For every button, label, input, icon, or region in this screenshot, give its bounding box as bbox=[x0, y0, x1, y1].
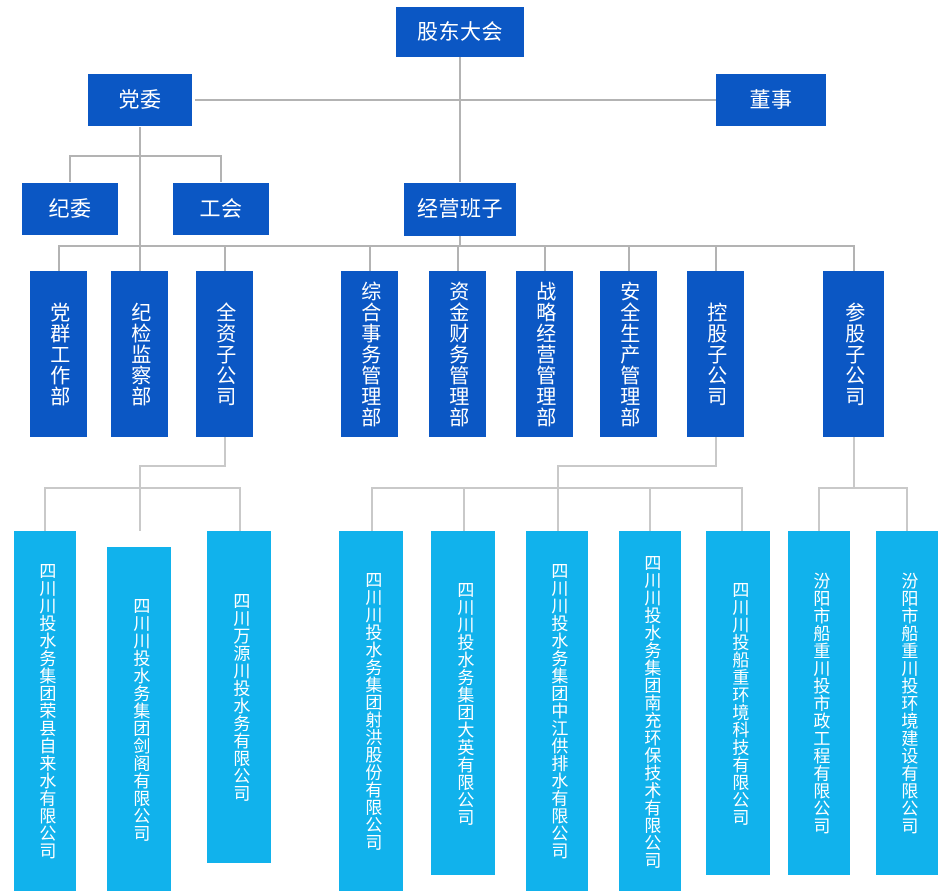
connector-to-daying-water bbox=[463, 487, 465, 531]
node-directors[interactable]: 董事 bbox=[716, 74, 826, 126]
node-finance-dept-label: 资金财务管理部 bbox=[445, 280, 470, 428]
connector-management-down bbox=[459, 236, 461, 246]
connector-holding-jog bbox=[557, 465, 717, 467]
connector-drop-finance bbox=[457, 245, 459, 271]
connector-party-to-departments bbox=[139, 155, 141, 245]
connector-drop-safety bbox=[628, 245, 630, 271]
node-management-team-label: 经营班子 bbox=[417, 197, 503, 222]
node-zhongjiang-water[interactable]: 四川川投水务集团中江供排水有限公司 bbox=[526, 531, 588, 891]
node-discipline-committee-label: 纪委 bbox=[48, 196, 92, 221]
connector-wholly-owned-stem bbox=[139, 465, 141, 488]
connector-to-fenyang-municipal bbox=[818, 487, 820, 531]
connector-to-wanyuan-water bbox=[239, 487, 241, 531]
connector-holding-stem bbox=[557, 465, 559, 488]
node-fenyang-municipal[interactable]: 汾阳市船重川投市政工程有限公司 bbox=[788, 531, 850, 875]
node-strategy-operations-dept-label: 战略经营管理部 bbox=[532, 280, 557, 428]
node-general-affairs-dept[interactable]: 综合事务管理部 bbox=[341, 271, 398, 437]
connector-drop-party-mass-work bbox=[58, 245, 60, 271]
node-zhongjiang-water-label: 四川川投水务集团中江供排水有限公司 bbox=[547, 562, 568, 860]
node-equity-participation-subsidiaries-label: 参股子公司 bbox=[841, 301, 866, 407]
node-chuanzhong-env-tech-label: 四川川投船重环境科技有限公司 bbox=[728, 580, 749, 826]
connector-party-directors-bar bbox=[195, 99, 716, 101]
node-discipline-committee[interactable]: 纪委 bbox=[22, 183, 118, 235]
node-party-mass-work-dept[interactable]: 党群工作部 bbox=[30, 271, 87, 437]
connector-departments-bar bbox=[58, 245, 854, 247]
node-shehong-water[interactable]: 四川川投水务集团射洪股份有限公司 bbox=[339, 531, 403, 891]
connector-to-shehong-water bbox=[371, 487, 373, 531]
connector-equity-bar bbox=[818, 487, 908, 489]
connector-to-jiange-water bbox=[139, 487, 141, 531]
connector-drop-holding bbox=[715, 245, 717, 271]
node-discipline-inspection-dept-label: 纪检监察部 bbox=[127, 301, 152, 407]
node-management-team[interactable]: 经营班子 bbox=[404, 183, 516, 236]
node-finance-dept[interactable]: 资金财务管理部 bbox=[429, 271, 486, 437]
node-rongxian-water-label: 四川川投水务集团荣县自来水有限公司 bbox=[35, 562, 56, 860]
connector-drop-equity bbox=[853, 245, 855, 271]
node-strategy-operations-dept[interactable]: 战略经营管理部 bbox=[516, 271, 573, 437]
node-nanchong-env-label: 四川川投水务集团南充环保技术有限公司 bbox=[640, 553, 661, 869]
connector-row3-bar bbox=[69, 155, 221, 157]
node-daying-water-label: 四川川投水务集团大英有限公司 bbox=[453, 580, 474, 826]
node-chuanzhong-env-tech[interactable]: 四川川投船重环境科技有限公司 bbox=[706, 531, 770, 875]
node-nanchong-env[interactable]: 四川川投水务集团南充环保技术有限公司 bbox=[619, 531, 681, 891]
node-holding-subsidiaries[interactable]: 控股子公司 bbox=[687, 271, 744, 437]
connector-wholly-owned-jog bbox=[139, 465, 226, 467]
node-shehong-water-label: 四川川投水务集团射洪股份有限公司 bbox=[361, 571, 382, 851]
node-jiange-water-label: 四川川投水务集团剑阁有限公司 bbox=[129, 596, 150, 842]
connector-drop-discipline-inspection bbox=[139, 245, 141, 271]
node-fenyang-municipal-label: 汾阳市船重川投市政工程有限公司 bbox=[809, 571, 830, 835]
node-party-committee-label: 党委 bbox=[118, 87, 162, 112]
connector-holding-down bbox=[715, 437, 717, 466]
node-safety-production-dept-label: 安全生产管理部 bbox=[616, 280, 641, 428]
node-wholly-owned-subsidiaries-label: 全资子公司 bbox=[212, 301, 237, 407]
connector-to-labor-union bbox=[220, 155, 222, 182]
node-party-committee[interactable]: 党委 bbox=[88, 74, 192, 126]
connector-to-chuanzhong-env bbox=[741, 487, 743, 531]
connector-drop-strategy bbox=[544, 245, 546, 271]
connector-drop-wholly-owned bbox=[224, 245, 226, 271]
connector-to-rongxian-water bbox=[44, 487, 46, 531]
node-fenyang-env-construction[interactable]: 汾阳市船重川投环境建设有限公司 bbox=[876, 531, 938, 875]
node-labor-union[interactable]: 工会 bbox=[173, 183, 269, 235]
node-directors-label: 董事 bbox=[749, 87, 793, 112]
node-equity-participation-subsidiaries[interactable]: 参股子公司 bbox=[823, 271, 884, 437]
node-shareholders[interactable]: 股东大会 bbox=[396, 7, 524, 57]
node-daying-water[interactable]: 四川川投水务集团大英有限公司 bbox=[431, 531, 495, 875]
node-rongxian-water[interactable]: 四川川投水务集团荣县自来水有限公司 bbox=[14, 531, 76, 891]
node-shareholders-label: 股东大会 bbox=[417, 19, 503, 44]
node-holding-subsidiaries-label: 控股子公司 bbox=[703, 301, 728, 407]
node-wholly-owned-subsidiaries[interactable]: 全资子公司 bbox=[196, 271, 253, 437]
connector-to-fenyang-env bbox=[906, 487, 908, 531]
node-labor-union-label: 工会 bbox=[199, 196, 243, 221]
connector-equity-down bbox=[853, 437, 855, 488]
connector-to-discipline-committee bbox=[69, 155, 71, 182]
connector-to-zhongjiang-water bbox=[557, 487, 559, 531]
connector-party-down bbox=[139, 127, 141, 156]
connector-wholly-owned-down bbox=[224, 437, 226, 466]
connector-drop-general-affairs bbox=[369, 245, 371, 271]
node-safety-production-dept[interactable]: 安全生产管理部 bbox=[600, 271, 657, 437]
connector-to-nanchong-env bbox=[649, 487, 651, 531]
node-general-affairs-dept-label: 综合事务管理部 bbox=[357, 280, 382, 428]
connector-shareholders-to-management bbox=[459, 56, 461, 182]
node-wanyuan-water[interactable]: 四川万源川投水务有限公司 bbox=[207, 531, 271, 863]
node-fenyang-env-construction-label: 汾阳市船重川投环境建设有限公司 bbox=[897, 571, 918, 835]
node-jiange-water[interactable]: 四川川投水务集团剑阁有限公司 bbox=[107, 547, 171, 891]
node-wanyuan-water-label: 四川万源川投水务有限公司 bbox=[229, 592, 250, 802]
node-discipline-inspection-dept[interactable]: 纪检监察部 bbox=[111, 271, 168, 437]
connector-wholly-owned-bar bbox=[44, 487, 240, 489]
node-party-mass-work-dept-label: 党群工作部 bbox=[46, 301, 71, 407]
